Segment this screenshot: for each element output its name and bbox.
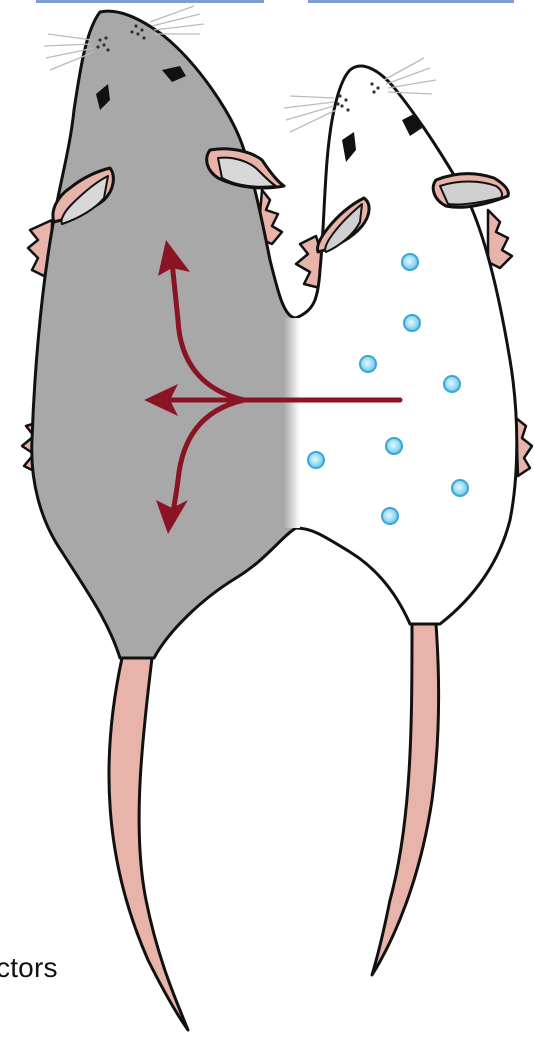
factor-dot	[308, 452, 324, 468]
factor-dot	[452, 480, 468, 496]
junction-fade	[284, 318, 300, 528]
factor-dot	[404, 315, 420, 331]
grey-mouse-tail	[109, 658, 188, 1030]
factor-dot	[382, 508, 398, 524]
factor-dot	[360, 356, 376, 372]
white-mouse-tail	[372, 624, 439, 975]
grey-mouse-body	[32, 11, 296, 658]
caption-text: ctors	[0, 952, 58, 984]
white-mouse-body	[296, 66, 517, 624]
factor-dot	[402, 254, 418, 270]
factor-dot	[444, 376, 460, 392]
factor-dot	[386, 438, 402, 454]
